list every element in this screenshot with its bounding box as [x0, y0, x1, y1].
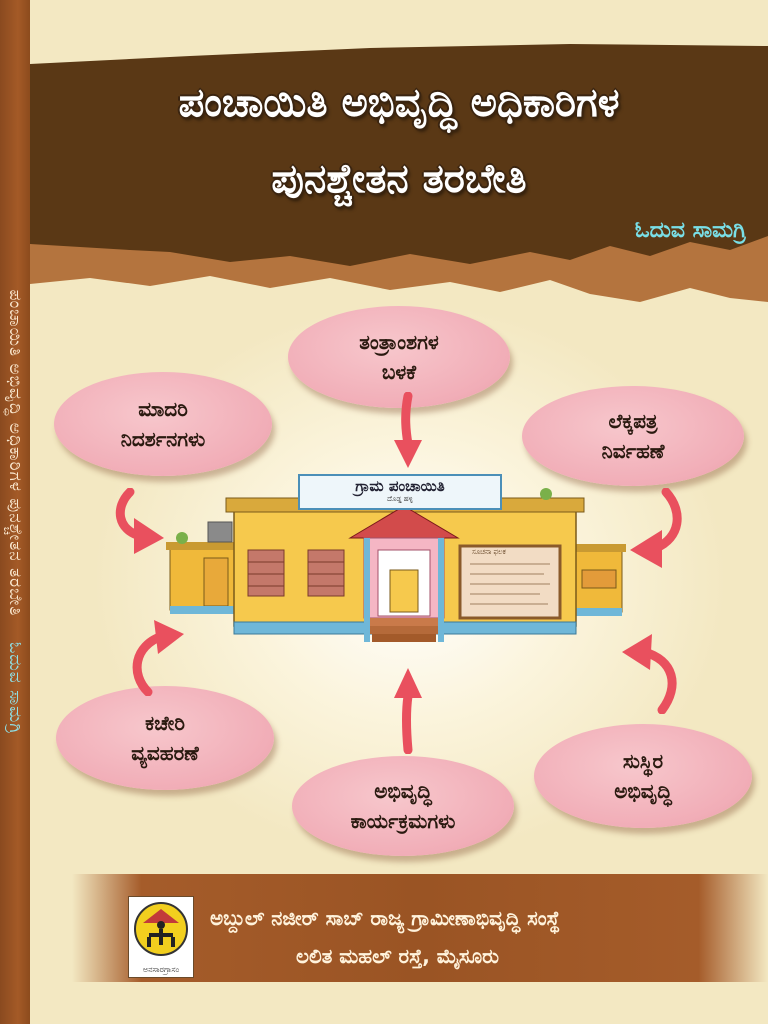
bubble-line: ಅಭಿವೃದ್ಧಿ — [614, 779, 672, 803]
title-band-shape — [30, 44, 768, 302]
bubble-software-use: ತಂತ್ರಾಂಶಗಳ ಬಳಕೆ — [288, 306, 510, 408]
arrow-curved-up-left-icon — [622, 634, 677, 714]
institute-logo-icon — [134, 902, 188, 956]
bubble-accounts-management: ಲೆಕ್ಕಪತ್ರ ನಿರ್ವಹಣೆ — [522, 386, 744, 486]
arrow-curved-right-icon — [115, 488, 164, 554]
logo-caption: ಅನಸಾರಗ್ರಾಸಂ — [142, 965, 180, 974]
bubble-line: ತಂತ್ರಾಂಶಗಳ — [359, 330, 439, 354]
building-sign-subtitle: ದೊಡ್ಡ ಹಳ್ಳಿ — [387, 495, 413, 503]
bubble-line: ವ್ಯವಹರಣೆ — [131, 741, 199, 765]
bubble-line: ನಿದರ್ಶನಗಳು — [120, 427, 206, 451]
bubble-model-examples: ಮಾದರಿ ನಿದರ್ಶನಗಳು — [54, 372, 272, 476]
bubble-line: ಲೆಕ್ಕಪತ್ರ — [608, 409, 658, 433]
bubble-development-programs: ಅಭಿವೃದ್ಧಿ ಕಾರ್ಯಕ್ರಮಗಳು — [292, 756, 514, 856]
org-name: ಅಬ್ದುಲ್ ನಜೀರ್ ಸಾಬ್ ರಾಜ್ಯ ಗ್ರಾಮೀಣಾಭಿವೃದ್ಧ… — [210, 906, 561, 930]
arrow-down-icon — [394, 392, 422, 468]
bubble-line: ಕಚೇರಿ — [145, 711, 185, 735]
spine-subtitle: ಓದುವ ಸಾಮಗ್ರಿ — [5, 641, 25, 735]
arrow-curved-up-right-icon — [132, 620, 184, 696]
title-line-2: ಪುನಶ್ಚೇತನ ತರಬೇತಿ — [271, 156, 527, 202]
building-sign-title: ಗ್ರಾಮ ಪಂಚಾಯಿತಿ — [355, 477, 445, 495]
subtitle: ಓದುವ ಸಾಮಗ್ರಿ — [634, 218, 746, 243]
book-spine: ಪಂಚಾಯಿತಿ ಅಭಿವೃದ್ಧಿ ಅಧಿಕಾರಿಗಳ ಪುನಶ್ಚೇತನ ತ… — [0, 0, 30, 1024]
arrow-up-icon — [394, 668, 422, 754]
bubble-line: ಅಭಿವೃದ್ಧಿ — [374, 779, 432, 803]
bubble-line: ನಿರ್ವಹಣೆ — [601, 439, 665, 463]
title-line-1: ಪಂಚಾಯಿತಿ ಅಭಿವೃದ್ಧಿ ಅಧಿಕಾರಿಗಳ — [178, 80, 620, 126]
arrow-curved-left-icon — [630, 488, 682, 568]
bubble-office-procedure: ಕಚೇರಿ ವ್ಯವಹರಣೆ — [56, 686, 274, 790]
bubble-line: ಮಾದರಿ — [138, 397, 188, 421]
building-sign: ಗ್ರಾಮ ಪಂಚಾಯಿತಿ ದೊಡ್ಡ ಹಳ್ಳಿ — [298, 474, 502, 510]
spine-text: ಪಂಚಾಯಿತಿ ಅಭಿವೃದ್ಧಿ ಅಧಿಕಾರಿಗಳ ಪುನಶ್ಚೇತನ ತ… — [5, 42, 25, 982]
bubble-line: ಬಳಕೆ — [381, 360, 417, 384]
spine-title: ಪಂಚಾಯಿತಿ ಅಭಿವೃದ್ಧಿ ಅಧಿಕಾರಿಗಳ ಪುನಶ್ಚೇತನ ತ… — [5, 289, 25, 617]
institute-logo: ಅನಸಾರಗ್ರಾಸಂ — [128, 896, 194, 978]
bubble-line: ಕಾರ್ಯಕ್ರಮಗಳು — [350, 809, 456, 833]
bubble-sustainable-development: ಸುಸ್ಥಿರ ಅಭಿವೃದ್ಧಿ — [534, 724, 752, 828]
bubble-line: ಸುಸ್ಥಿರ — [622, 749, 664, 773]
notice-board-title: ಸೂಚನಾ ಫಲಕ — [472, 548, 506, 556]
org-address: ಲಲಿತ ಮಹಲ್ ರಸ್ತೆ, ಮೈಸೂರು — [296, 944, 500, 968]
title-band: ಪಂಚಾಯಿತಿ ಅಭಿವೃದ್ಧಿ ಅಧಿಕಾರಿಗಳ ಪುನಶ್ಚೇತನ ತ… — [30, 40, 768, 320]
